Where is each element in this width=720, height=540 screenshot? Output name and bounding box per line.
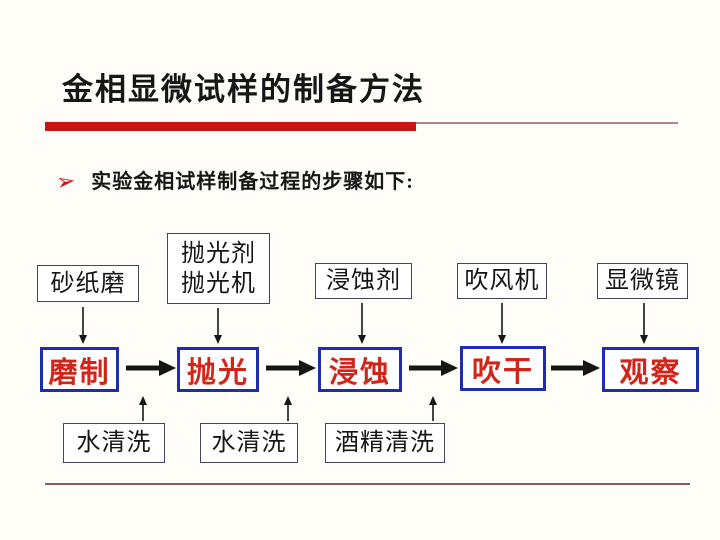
arrow-grind-to-polish [126, 360, 176, 376]
down-arrow-etchant-to-etch [358, 303, 366, 344]
cleaning-box-water-1: 水清洗 [63, 423, 165, 463]
cleaning-box-alcohol: 酒精清洗 [325, 423, 445, 463]
step-label: 磨制 [48, 356, 111, 389]
step-box-observe: 观察 [602, 347, 699, 392]
down-arrow-microscope-to-observe [640, 303, 648, 344]
tool-label: 显微镜 [605, 267, 680, 294]
cleaning-label: 水清洗 [211, 429, 287, 456]
footer-rule [45, 483, 690, 485]
step-label: 抛光 [186, 356, 249, 389]
step-box-grind: 磨制 [40, 347, 119, 392]
step-label: 吹干 [471, 355, 534, 388]
arrow-etch-to-dry [409, 360, 458, 376]
bullet-row: ➢ 实验金相试样制备过程的步骤如下: [54, 166, 414, 197]
up-arrow-alcohol [429, 396, 437, 421]
tool-label: 浸蚀剂 [326, 267, 401, 294]
page-title: 金相显微试样的制备方法 [62, 72, 425, 107]
tool-label: 吹风机 [464, 267, 540, 294]
tool-box-hairdryer: 吹风机 [457, 263, 547, 299]
step-box-dry: 吹干 [460, 346, 546, 391]
tool-box-etchant: 浸蚀剂 [315, 263, 412, 299]
tool-label: 砂纸磨 [50, 269, 126, 297]
arrow-polish-to-etch [266, 360, 316, 376]
cleaning-label: 水清洗 [76, 429, 152, 456]
cleaning-box-water-2: 水清洗 [200, 423, 298, 463]
step-box-etch: 浸蚀 [318, 347, 402, 392]
bullet-text: 实验金相试样制备过程的步骤如下: [91, 171, 414, 193]
arrow-bullet-icon: ➢ [54, 166, 77, 196]
down-arrow-polisher-to-polish [214, 308, 222, 344]
title-underline-accent [45, 122, 416, 131]
tool-box-sandpaper: 砂纸磨 [37, 265, 139, 302]
up-arrow-water-2 [284, 396, 292, 421]
tool-box-polisher: 抛光剂 抛光机 [167, 233, 270, 304]
step-box-polish: 抛光 [177, 347, 259, 392]
step-label: 浸蚀 [328, 356, 391, 389]
cleaning-label: 酒精清洗 [335, 429, 435, 456]
tool-box-microscope: 显微镜 [597, 263, 688, 299]
up-arrow-water-1 [139, 396, 147, 421]
step-label: 观察 [619, 356, 682, 389]
down-arrow-sandpaper-to-grind [79, 307, 87, 344]
down-arrow-hairdryer-to-dry [498, 303, 506, 344]
tool-label: 抛光剂 抛光机 [181, 239, 256, 297]
arrow-dry-to-observe [551, 360, 600, 376]
